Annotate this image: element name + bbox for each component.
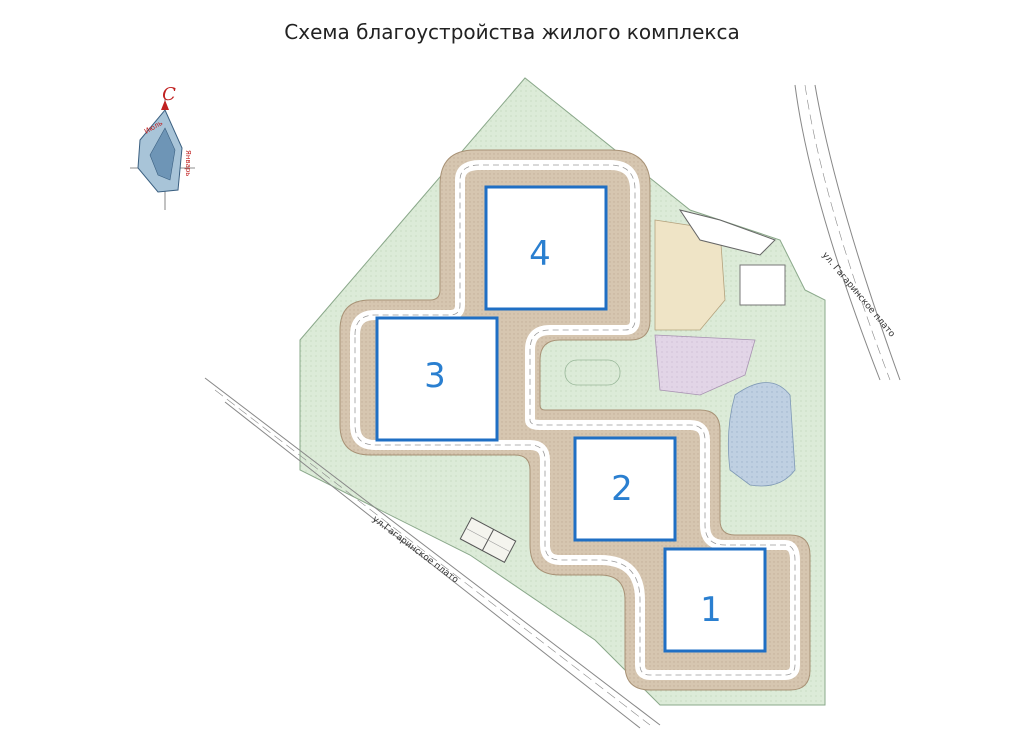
- internal-driveway-edge: [354, 164, 796, 676]
- pavilion: [739, 264, 786, 306]
- building-1[interactable]: 1: [663, 547, 767, 653]
- north-label: С: [162, 84, 176, 105]
- building-number: 4: [529, 234, 551, 274]
- building-4[interactable]: 4: [484, 185, 608, 311]
- street-southwest: [204, 377, 661, 729]
- building-number: 1: [700, 590, 722, 630]
- building-number: 3: [424, 356, 446, 396]
- lawn-patch: [564, 359, 621, 386]
- page-title: Схема благоустройства жилого комплекса: [284, 20, 740, 44]
- compass-rose: С Июль Январь: [130, 84, 195, 210]
- building-3[interactable]: 3: [375, 316, 499, 442]
- playground-area: [654, 334, 756, 396]
- tennis-court: [459, 516, 517, 564]
- street-label-northeast: ул. Гагаринское плато: [820, 251, 897, 340]
- building-number: 2: [611, 469, 633, 509]
- building-2[interactable]: 2: [573, 436, 677, 542]
- pond: [727, 382, 796, 487]
- entrance-structure: [678, 209, 776, 256]
- wind-label-january: Январь: [184, 150, 192, 176]
- north-arrow-icon: [161, 100, 169, 110]
- street-northeast: [794, 84, 901, 381]
